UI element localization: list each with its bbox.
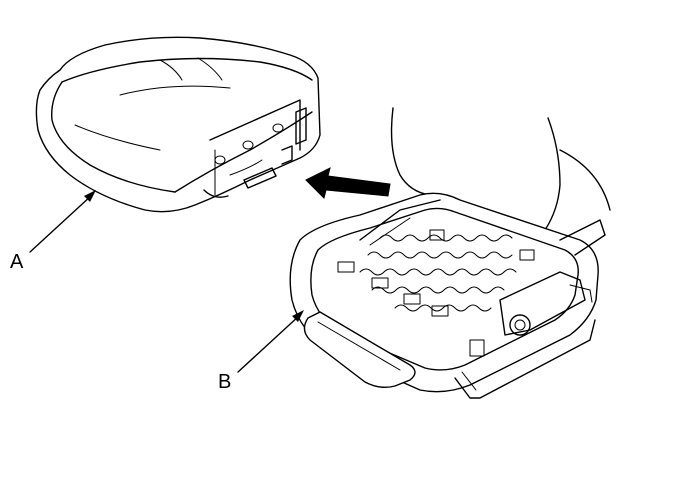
leader-line-b bbox=[237, 310, 304, 373]
seat-cushion bbox=[35, 36, 321, 213]
removal-direction-arrow bbox=[305, 167, 391, 199]
callout-label-b: B bbox=[218, 371, 232, 393]
leader-line-a bbox=[29, 190, 96, 253]
callout-label-a: A bbox=[10, 251, 24, 273]
seat-frame bbox=[289, 192, 606, 399]
